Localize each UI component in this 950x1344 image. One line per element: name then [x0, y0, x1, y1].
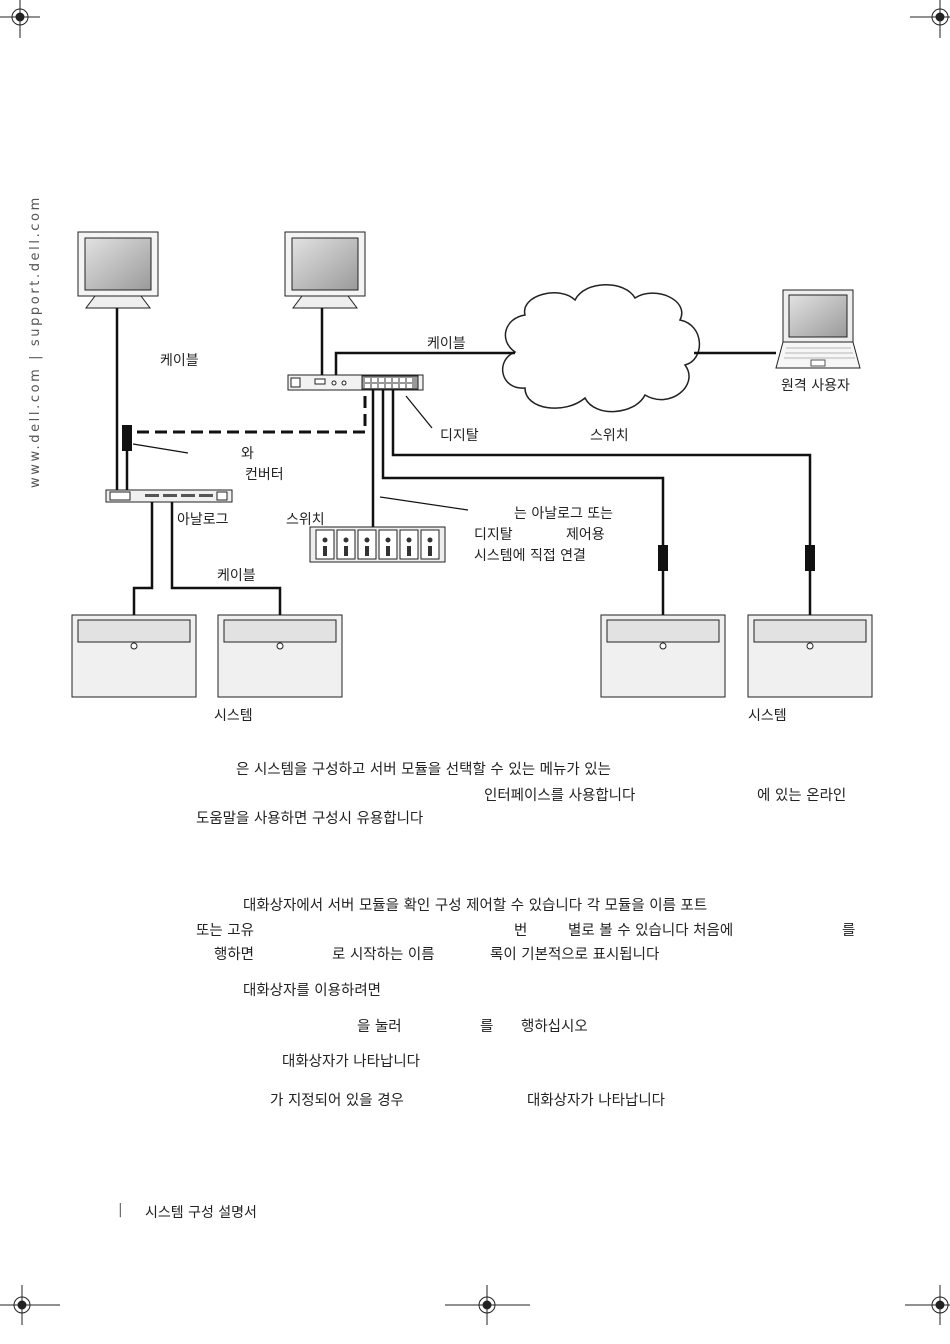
- label-cable-left: 케이블: [160, 353, 199, 369]
- label-switch-mid: 스위치: [286, 512, 325, 528]
- label-digital: 디지탈: [440, 428, 479, 444]
- paragraph-2-line-3a: 행하면: [214, 947, 255, 963]
- label-cable-bottom: 케이블: [217, 568, 256, 584]
- server-system-2-icon: [217, 614, 343, 698]
- server-system-3-icon: [600, 614, 726, 698]
- network-cloud-icon: [501, 284, 701, 413]
- server-system-1-icon: [71, 614, 197, 698]
- registration-mark-bottom-center: [445, 1285, 530, 1325]
- label-switch-right: 스위치: [590, 428, 629, 444]
- label-system-right: 시스템: [748, 708, 787, 724]
- step-2: 대화상자가 나타납니다: [282, 1054, 421, 1070]
- step-1b: 를: [480, 1019, 494, 1035]
- dashed-cable: [137, 390, 367, 434]
- server-system-4-icon: [747, 614, 873, 698]
- paragraph-2-line-1: 대화상자에서 서버 모듈을 확인 구성 제어할 수 있습니다 각 모듈을 이름 …: [243, 898, 708, 914]
- step-1c: 행하십시오: [521, 1019, 588, 1035]
- label-note-line2a: 디지탈: [474, 527, 513, 543]
- label-note-line3: 시스템에 직접 연결: [474, 548, 586, 564]
- monitor-center-icon: [284, 231, 366, 309]
- analog-kvm-switch-icon: [105, 489, 233, 503]
- paragraph-1-line-2a: 인터페이스를 사용합니다: [484, 788, 636, 804]
- server-chassis-icon: [309, 526, 446, 563]
- footer-separator: |: [118, 1202, 123, 1218]
- leader-lines: [132, 395, 469, 511]
- label-remote-user: 원격 사용자: [781, 378, 850, 394]
- label-note-line1: 는 아날로그 또는: [514, 506, 614, 522]
- digital-kvm-switch-icon: [287, 374, 424, 391]
- paragraph-1-line-3: 도움말을 사용하면 구성시 유용합니다: [196, 811, 424, 827]
- registration-mark-bottom-right: [905, 1285, 950, 1325]
- step-3b: 대화상자가 나타납니다: [527, 1093, 666, 1109]
- registration-mark-top-right: [910, 0, 950, 38]
- paragraph-2-line-2a: 또는 고유: [196, 923, 254, 939]
- step-3a: 가 지정되어 있을 경우: [270, 1093, 404, 1109]
- registration-mark-bottom-left: [0, 1285, 60, 1325]
- paragraph-2-line-2d: 를: [842, 923, 856, 939]
- paragraph-1-line-1: 은 시스템을 구성하고 서버 모듈을 선택할 수 있는 메뉴가 있는: [236, 762, 611, 778]
- footer-title: 시스템 구성 설명서: [145, 1205, 257, 1221]
- laptop-icon: [775, 289, 861, 369]
- label-analog: 아날로그: [177, 512, 229, 528]
- label-system-left: 시스템: [214, 708, 253, 724]
- paragraph-3: 대화상자를 이용하려면: [243, 983, 382, 999]
- label-note-line2b: 제어용: [566, 527, 605, 543]
- paragraph-2-line-3b: 로 시작하는 이름: [332, 947, 435, 963]
- paragraph-2-line-2b: 번: [514, 923, 528, 939]
- label-and: 와: [241, 446, 254, 462]
- monitor-left-icon: [77, 231, 159, 309]
- converter-adapter-icon: [122, 425, 815, 571]
- step-1a: 을 눌러: [357, 1019, 402, 1035]
- registration-mark-top-left: [0, 0, 40, 38]
- paragraph-2-line-3c: 록이 기본적으로 표시됩니다: [490, 947, 660, 963]
- label-converter: 컨버터: [245, 467, 284, 483]
- label-cable-top: 케이블: [427, 336, 466, 352]
- paragraph-1-line-2b: 에 있는 온라인: [757, 788, 847, 804]
- paragraph-2-line-2c: 별로 볼 수 있습니다 처음에: [568, 923, 734, 939]
